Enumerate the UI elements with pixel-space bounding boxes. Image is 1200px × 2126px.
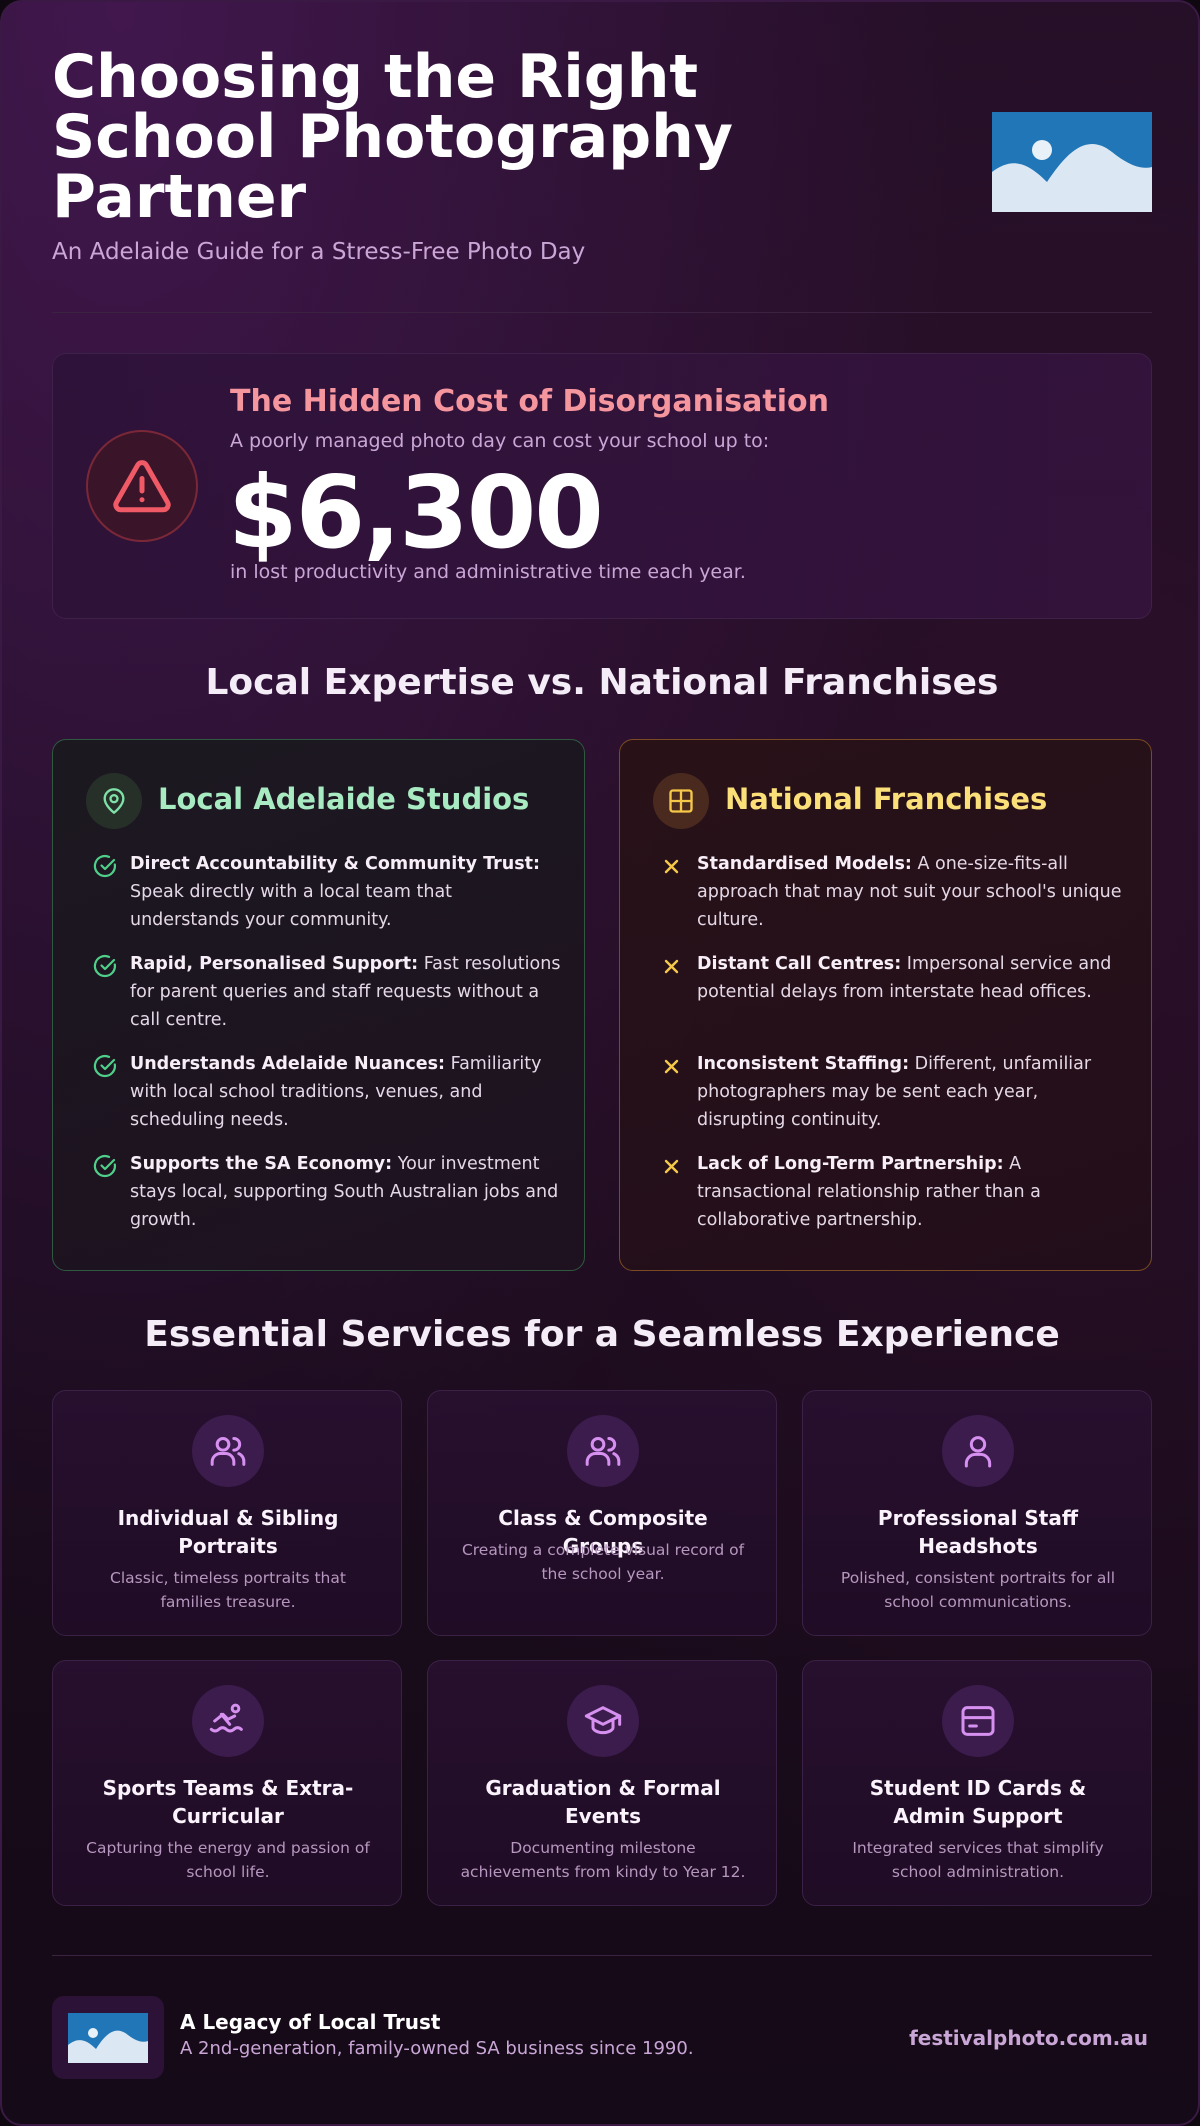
list-item: Inconsistent Staffing: Different, unfami…	[660, 1050, 1130, 1150]
swimmer-icon	[192, 1685, 264, 1757]
check-circle-icon	[93, 1054, 116, 1078]
user-icon	[942, 1415, 1014, 1487]
website-link[interactable]: festivalphoto.com.au	[909, 2026, 1148, 2050]
cost-amount: $6,300	[228, 454, 604, 571]
list-item-text: Your investment stays local, supporting …	[130, 1154, 559, 1230]
national-franchises-title: National Franchises	[725, 782, 1048, 816]
header-divider	[52, 312, 1152, 313]
page-subtitle: An Adelaide Guide for a Stress-Free Phot…	[52, 239, 586, 265]
list-item: Lack of Long-Term Partnership: A transac…	[660, 1150, 1130, 1250]
grid-icon	[653, 773, 709, 829]
list-item-text: Impersonal service and potential delays …	[697, 954, 1112, 1002]
cost-title: The Hidden Cost of Disorganisation	[230, 384, 829, 419]
footer-divider	[52, 1955, 1152, 1956]
page-title: Choosing the Right School Photography Pa…	[52, 42, 734, 232]
footer-subtitle: A 2nd-generation, family-owned SA busine…	[180, 2038, 694, 2059]
graduation-cap-icon	[567, 1685, 639, 1757]
list-item-text: Familiarity with local school traditions…	[130, 1054, 542, 1130]
warning-icon	[86, 430, 198, 542]
services-heading: Essential Services for a Seamless Experi…	[144, 1314, 1060, 1355]
list-item: Standardised Models: A one-size-fits-all…	[660, 850, 1130, 950]
cross-icon	[664, 1159, 679, 1174]
service-title: Individual & Sibling Portraits	[117, 1506, 339, 1558]
id-card-icon	[942, 1685, 1014, 1757]
list-item-bold: Inconsistent Staffing:	[697, 1054, 910, 1074]
list-item-bold: Lack of Long-Term Partnership:	[697, 1154, 1004, 1174]
service-title: Class & Composite Groups	[498, 1506, 708, 1558]
cross-icon	[664, 859, 679, 874]
list-item: Rapid, Personalised Support: Fast resolu…	[93, 950, 563, 1050]
list-item-bold: Rapid, Personalised Support:	[130, 954, 419, 974]
comparison-heading: Local Expertise vs. National Franchises	[205, 662, 999, 703]
cross-icon	[664, 1059, 679, 1074]
landscape-image-icon	[992, 112, 1152, 212]
local-studios-title: Local Adelaide Studios	[158, 782, 530, 816]
service-card: Class & Composite Groups Creating a comp…	[427, 1390, 777, 1636]
list-item-bold: Distant Call Centres:	[697, 954, 902, 974]
list-item-text: A one-size-fits-all approach that may no…	[697, 854, 1122, 930]
cross-icon	[664, 959, 679, 974]
service-description: Capturing the energy and passion of scho…	[86, 1839, 370, 1881]
service-description: Creating a complete visual record of the…	[461, 1541, 745, 1583]
list-item-text: Different, unfamiliar photographers may …	[697, 1054, 1092, 1130]
list-item-bold: Standardised Models:	[697, 854, 912, 874]
service-card: Sports Teams & Extra-Curricular Capturin…	[52, 1660, 402, 1906]
national-franchises-list: Standardised Models: A one-size-fits-all…	[660, 850, 1130, 1250]
service-title: Professional Staff Headshots	[877, 1506, 1079, 1558]
list-item: Understands Adelaide Nuances: Familiarit…	[93, 1050, 563, 1150]
local-studios-card: Local Adelaide Studios Direct Accountabi…	[52, 739, 585, 1271]
map-pin-icon	[86, 773, 142, 829]
list-item-bold: Supports the SA Economy:	[130, 1154, 393, 1174]
users-icon	[567, 1415, 639, 1487]
national-franchises-card: National Franchises Standardised Models:…	[619, 739, 1152, 1271]
check-circle-icon	[93, 954, 116, 978]
list-item-bold: Understands Adelaide Nuances:	[130, 1054, 446, 1074]
service-description: Integrated services that simplify school…	[852, 1839, 1104, 1881]
list-item-text: A transactional relationship rather than…	[697, 1154, 1041, 1230]
list-item-text: Fast resolutions for parent queries and …	[130, 954, 561, 1030]
service-card: Professional Staff Headshots Polished, c…	[802, 1390, 1152, 1636]
list-item-text: Speak directly with a local team that un…	[130, 882, 453, 930]
check-circle-icon	[93, 854, 116, 878]
service-description: Documenting milestone achievements from …	[460, 1839, 746, 1881]
footer-title: A Legacy of Local Trust	[180, 2010, 441, 2034]
service-card: Graduation & Formal Events Documenting m…	[427, 1660, 777, 1906]
header: Choosing the Right School Photography Pa…	[52, 47, 1152, 277]
cost-card: The Hidden Cost of Disorganisation A poo…	[52, 353, 1152, 619]
landscape-image-icon	[52, 1996, 164, 2079]
list-item: Supports the SA Economy: Your investment…	[93, 1150, 563, 1250]
cost-intro-text: A poorly managed photo day can cost your…	[230, 430, 770, 452]
service-title: Student ID Cards & Admin Support	[869, 1776, 1087, 1828]
service-description: Classic, timeless portraits that familie…	[110, 1569, 346, 1611]
check-circle-icon	[93, 1154, 116, 1178]
service-description: Polished, consistent portraits for all s…	[840, 1569, 1116, 1611]
list-item-bold: Direct Accountability & Community Trust:	[130, 854, 541, 874]
service-card: Individual & Sibling Portraits Classic, …	[52, 1390, 402, 1636]
list-item: Distant Call Centres: Impersonal service…	[660, 950, 1130, 1050]
service-title: Graduation & Formal Events	[485, 1776, 721, 1828]
service-title: Sports Teams & Extra-Curricular	[102, 1776, 354, 1828]
list-item: Direct Accountability & Community Trust:…	[93, 850, 563, 950]
cost-outro-text: in lost productivity and administrative …	[230, 561, 746, 583]
users-icon	[192, 1415, 264, 1487]
local-studios-list: Direct Accountability & Community Trust:…	[93, 850, 563, 1250]
service-card: Student ID Cards & Admin Support Integra…	[802, 1660, 1152, 1906]
